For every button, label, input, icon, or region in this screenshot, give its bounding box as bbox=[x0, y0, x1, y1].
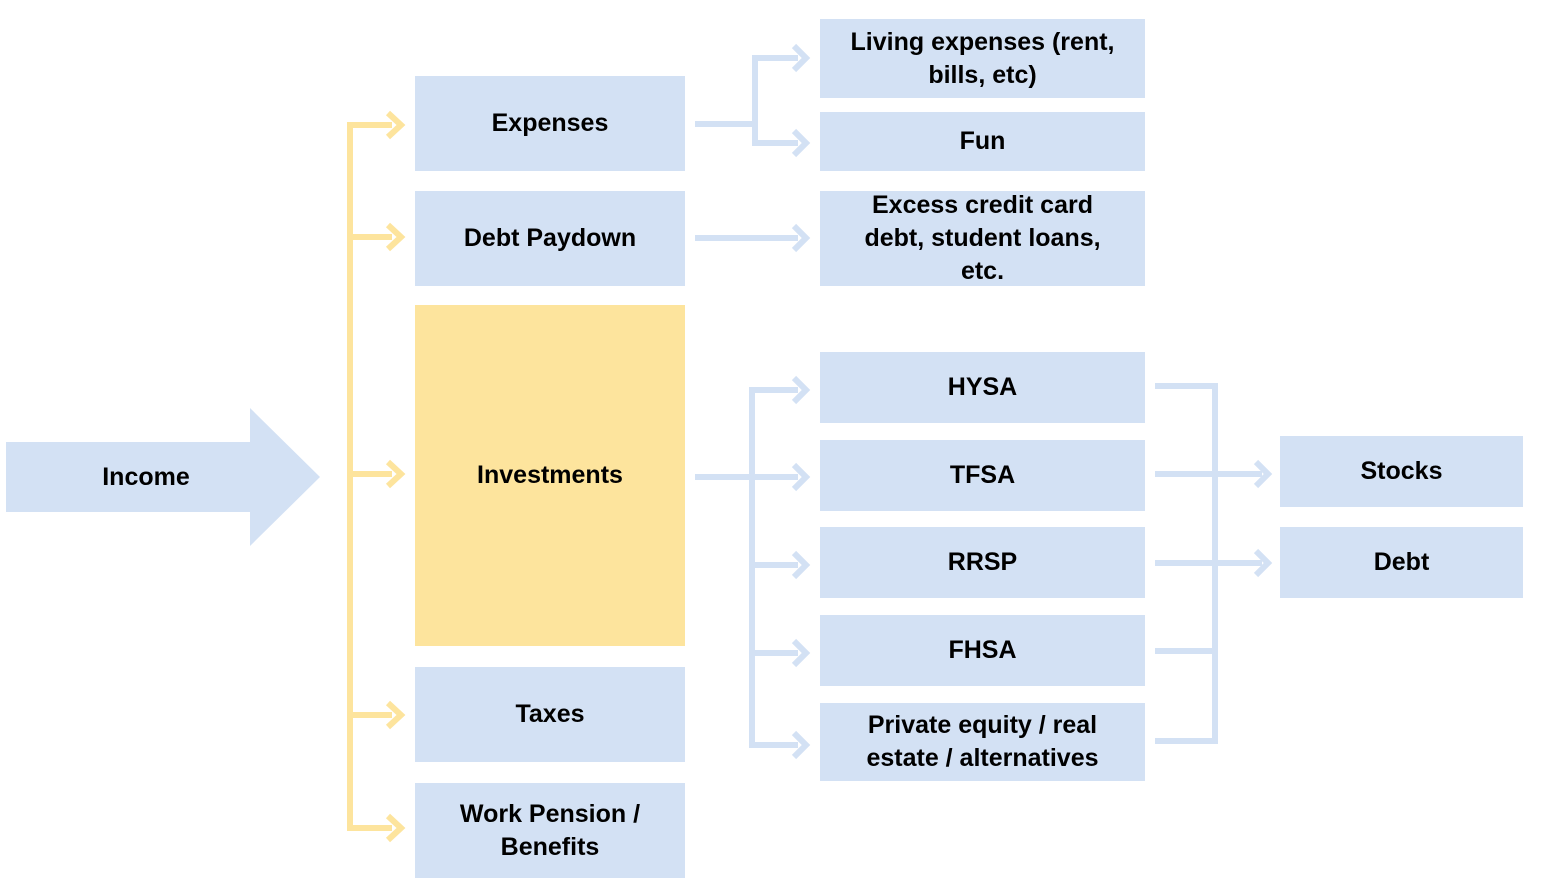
stocks-box: Stocks bbox=[1280, 436, 1523, 507]
investments-box: Investments bbox=[415, 305, 685, 646]
excess-debt-box: Excess credit card debt, student loans, … bbox=[820, 191, 1145, 286]
fhsa-box: FHSA bbox=[820, 615, 1145, 686]
investments-connector bbox=[695, 375, 811, 760]
tfsa-box: TFSA bbox=[820, 440, 1145, 511]
work-pension-box: Work Pension / Benefits bbox=[415, 783, 685, 878]
debt-connector bbox=[695, 223, 811, 253]
rrsp-box: RRSP bbox=[820, 527, 1145, 598]
accounts-connector bbox=[1155, 383, 1273, 744]
expenses-box: Expenses bbox=[415, 76, 685, 171]
income-distribution-arrowheads bbox=[385, 110, 406, 843]
private-equity-box: Private equity / real estate / alternati… bbox=[820, 703, 1145, 781]
debt-holding-box: Debt bbox=[1280, 527, 1523, 598]
taxes-box: Taxes bbox=[415, 667, 685, 762]
income-label: Income bbox=[102, 462, 190, 491]
living-expenses-box: Living expenses (rent, bills, etc) bbox=[820, 19, 1145, 98]
debt-paydown-box: Debt Paydown bbox=[415, 191, 685, 286]
fun-box: Fun bbox=[820, 112, 1145, 171]
income-distribution-connector bbox=[347, 122, 392, 831]
hysa-box: HYSA bbox=[820, 352, 1145, 423]
expenses-connector bbox=[695, 43, 811, 158]
income-arrow bbox=[6, 408, 320, 546]
